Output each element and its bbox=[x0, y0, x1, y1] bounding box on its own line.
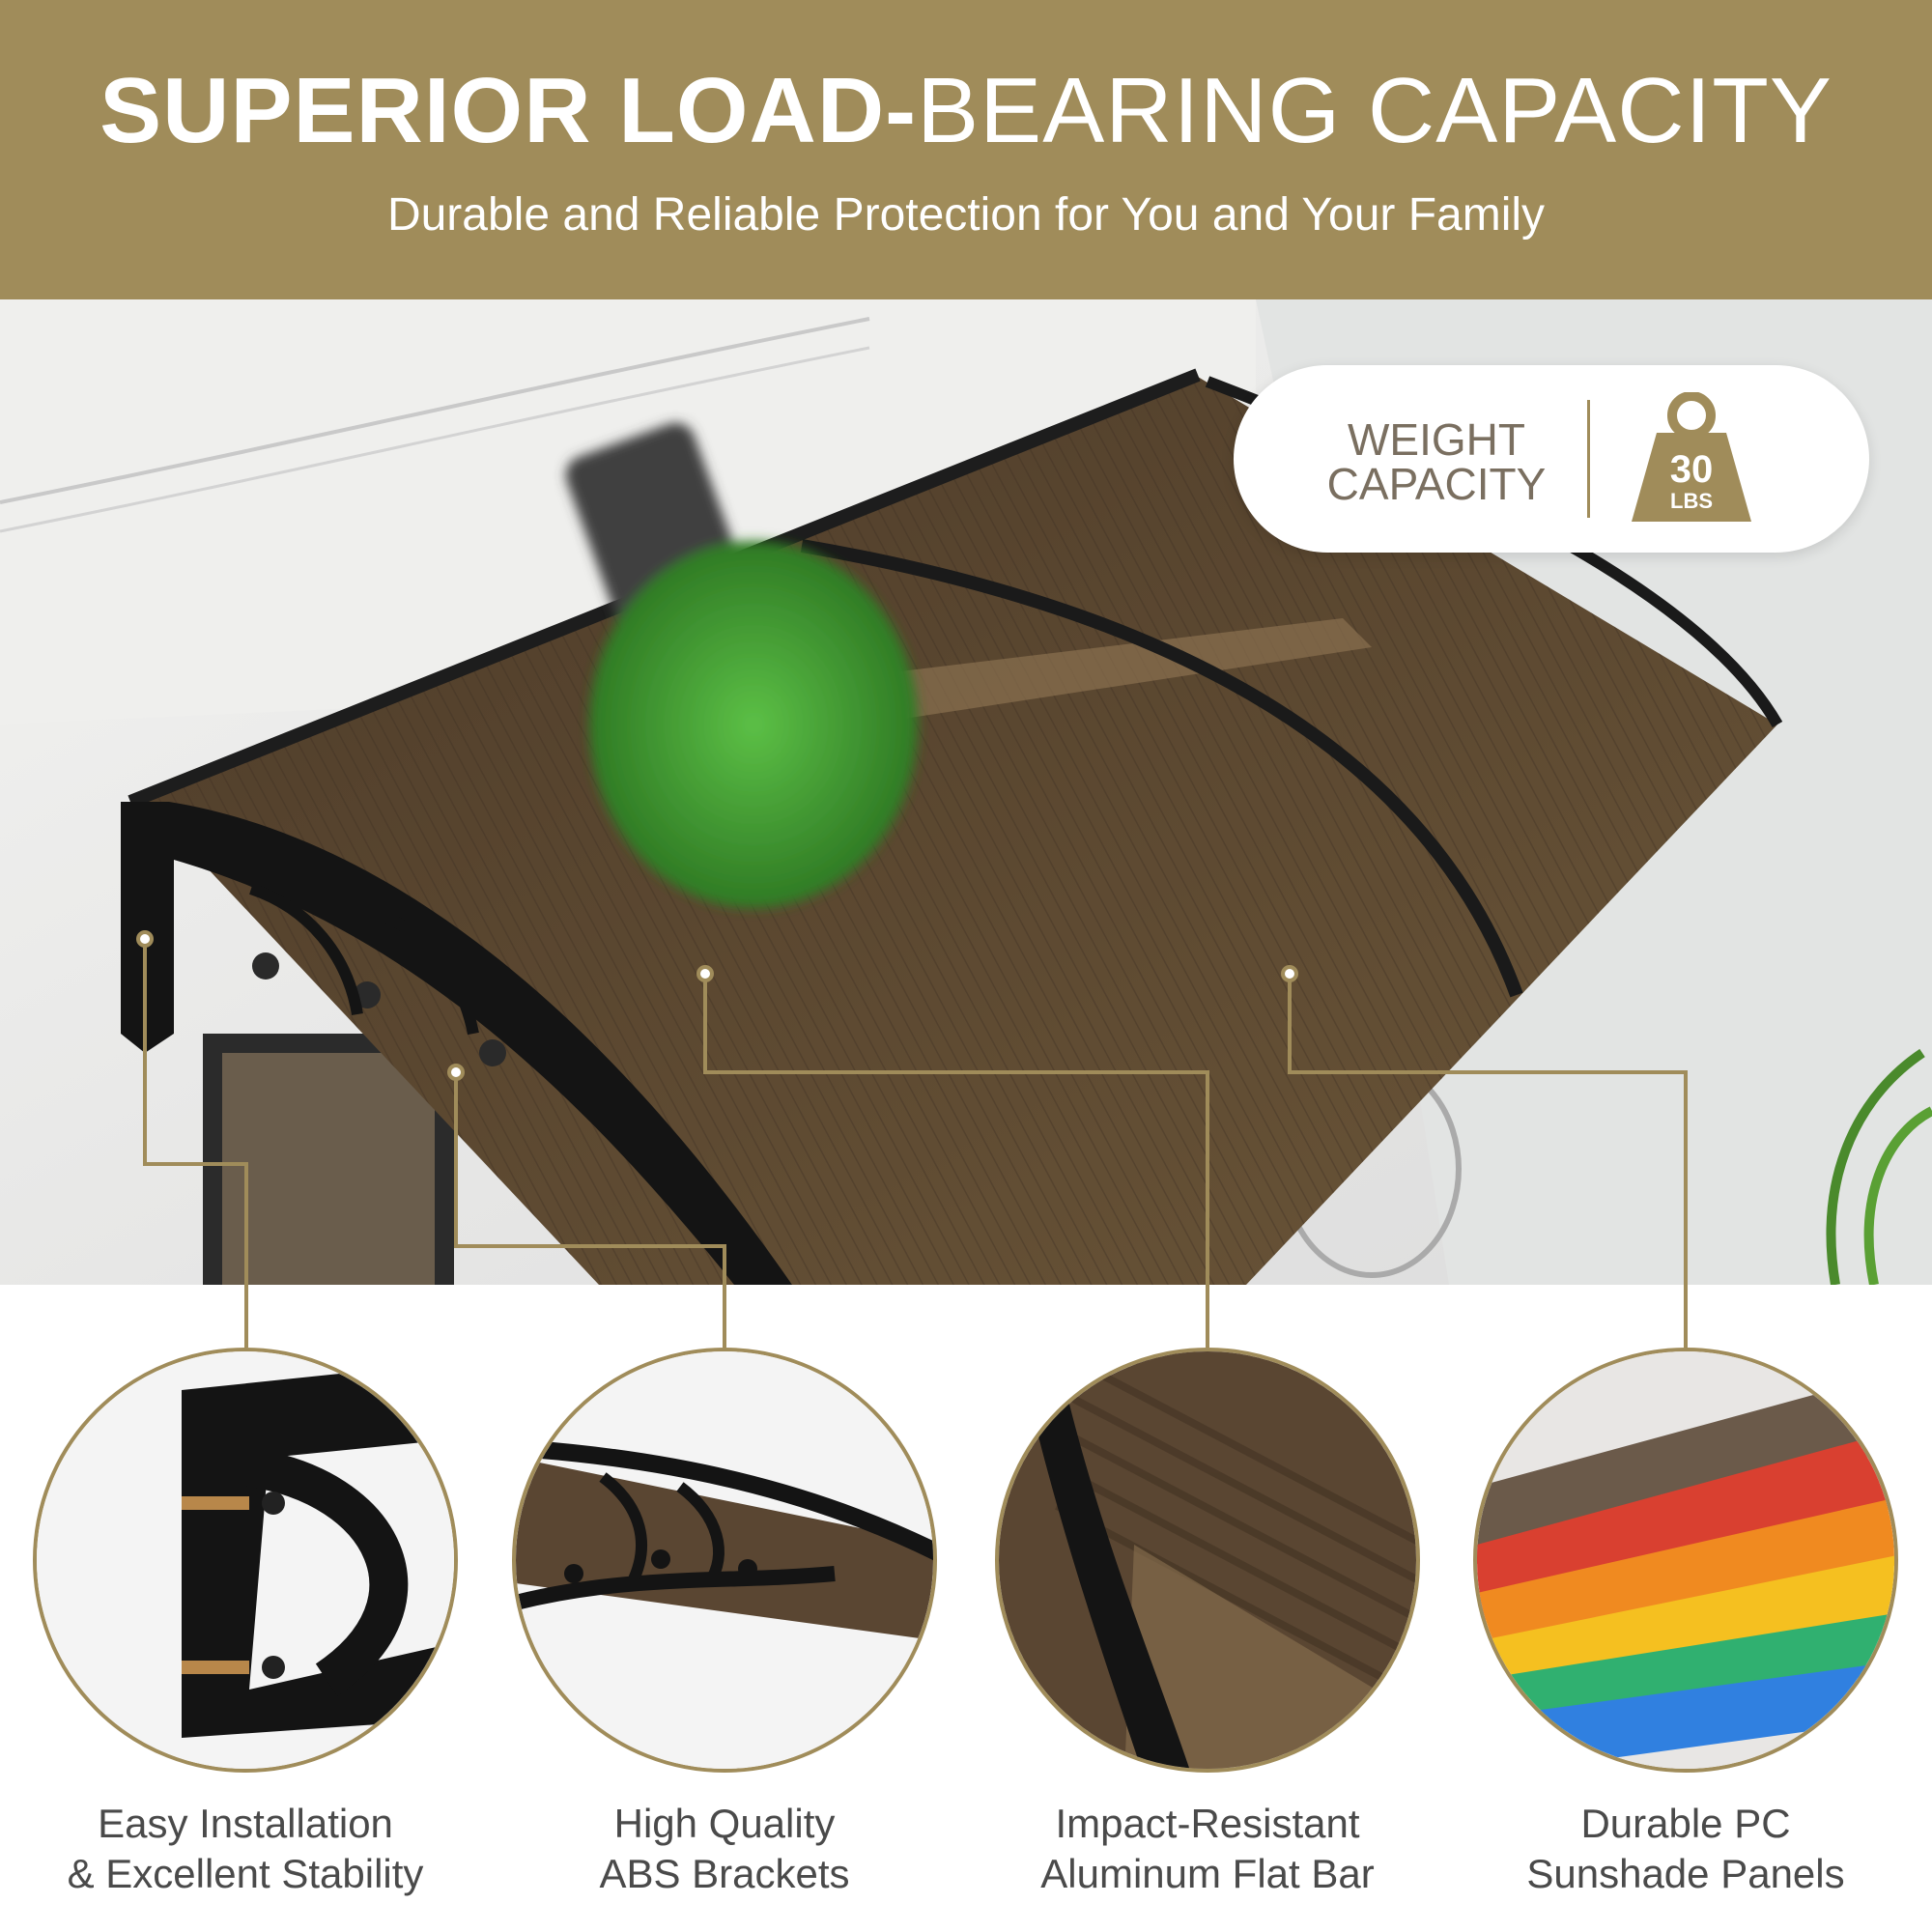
title-bold: SUPERIOR LOAD- bbox=[99, 59, 918, 162]
weight-icon: 30 LBS bbox=[1624, 391, 1759, 527]
feature-pc-panels-line1: Durable PC bbox=[1580, 1801, 1791, 1846]
feature-pc-panels-line2: Sunshade Panels bbox=[1526, 1851, 1845, 1896]
feature-brackets-line1: High Quality bbox=[613, 1801, 836, 1846]
badge-divider bbox=[1587, 400, 1590, 518]
title-light: BEARING CAPACITY bbox=[917, 59, 1833, 162]
feature-label-installation: Easy Installation & Excellent Stability bbox=[14, 1799, 477, 1899]
header-banner: SUPERIOR LOAD-BEARING CAPACITY Durable a… bbox=[0, 0, 1932, 299]
weight-capacity-label: WEIGHT CAPACITY bbox=[1311, 417, 1562, 506]
weight-capacity-badge: WEIGHT CAPACITY 30 LBS bbox=[1234, 365, 1869, 553]
badge-line2: CAPACITY bbox=[1326, 459, 1547, 509]
feature-image-flat-bar bbox=[995, 1348, 1420, 1773]
feature-image-pc-panels bbox=[1473, 1348, 1898, 1773]
feature-installation-line1: Easy Installation bbox=[98, 1801, 393, 1846]
feature-label-brackets: High Quality ABS Brackets bbox=[493, 1799, 956, 1899]
feature-label-flat-bar: Impact-Resistant Aluminum Flat Bar bbox=[976, 1799, 1439, 1899]
feature-flat-bar-line1: Impact-Resistant bbox=[1055, 1801, 1360, 1846]
feature-label-pc-panels: Durable PC Sunshade Panels bbox=[1454, 1799, 1918, 1899]
badge-line1: WEIGHT bbox=[1348, 414, 1525, 465]
feature-brackets-line2: ABS Brackets bbox=[599, 1851, 850, 1896]
feature-image-installation bbox=[33, 1348, 458, 1773]
page-title: SUPERIOR LOAD-BEARING CAPACITY bbox=[0, 58, 1932, 164]
weight-value: 30 bbox=[1669, 448, 1714, 491]
weight-unit: LBS bbox=[1670, 489, 1713, 513]
feature-image-brackets bbox=[512, 1348, 937, 1773]
feature-flat-bar-line2: Aluminum Flat Bar bbox=[1040, 1851, 1375, 1896]
feature-installation-line2: & Excellent Stability bbox=[67, 1851, 424, 1896]
page-subtitle: Durable and Reliable Protection for You … bbox=[386, 189, 1546, 241]
